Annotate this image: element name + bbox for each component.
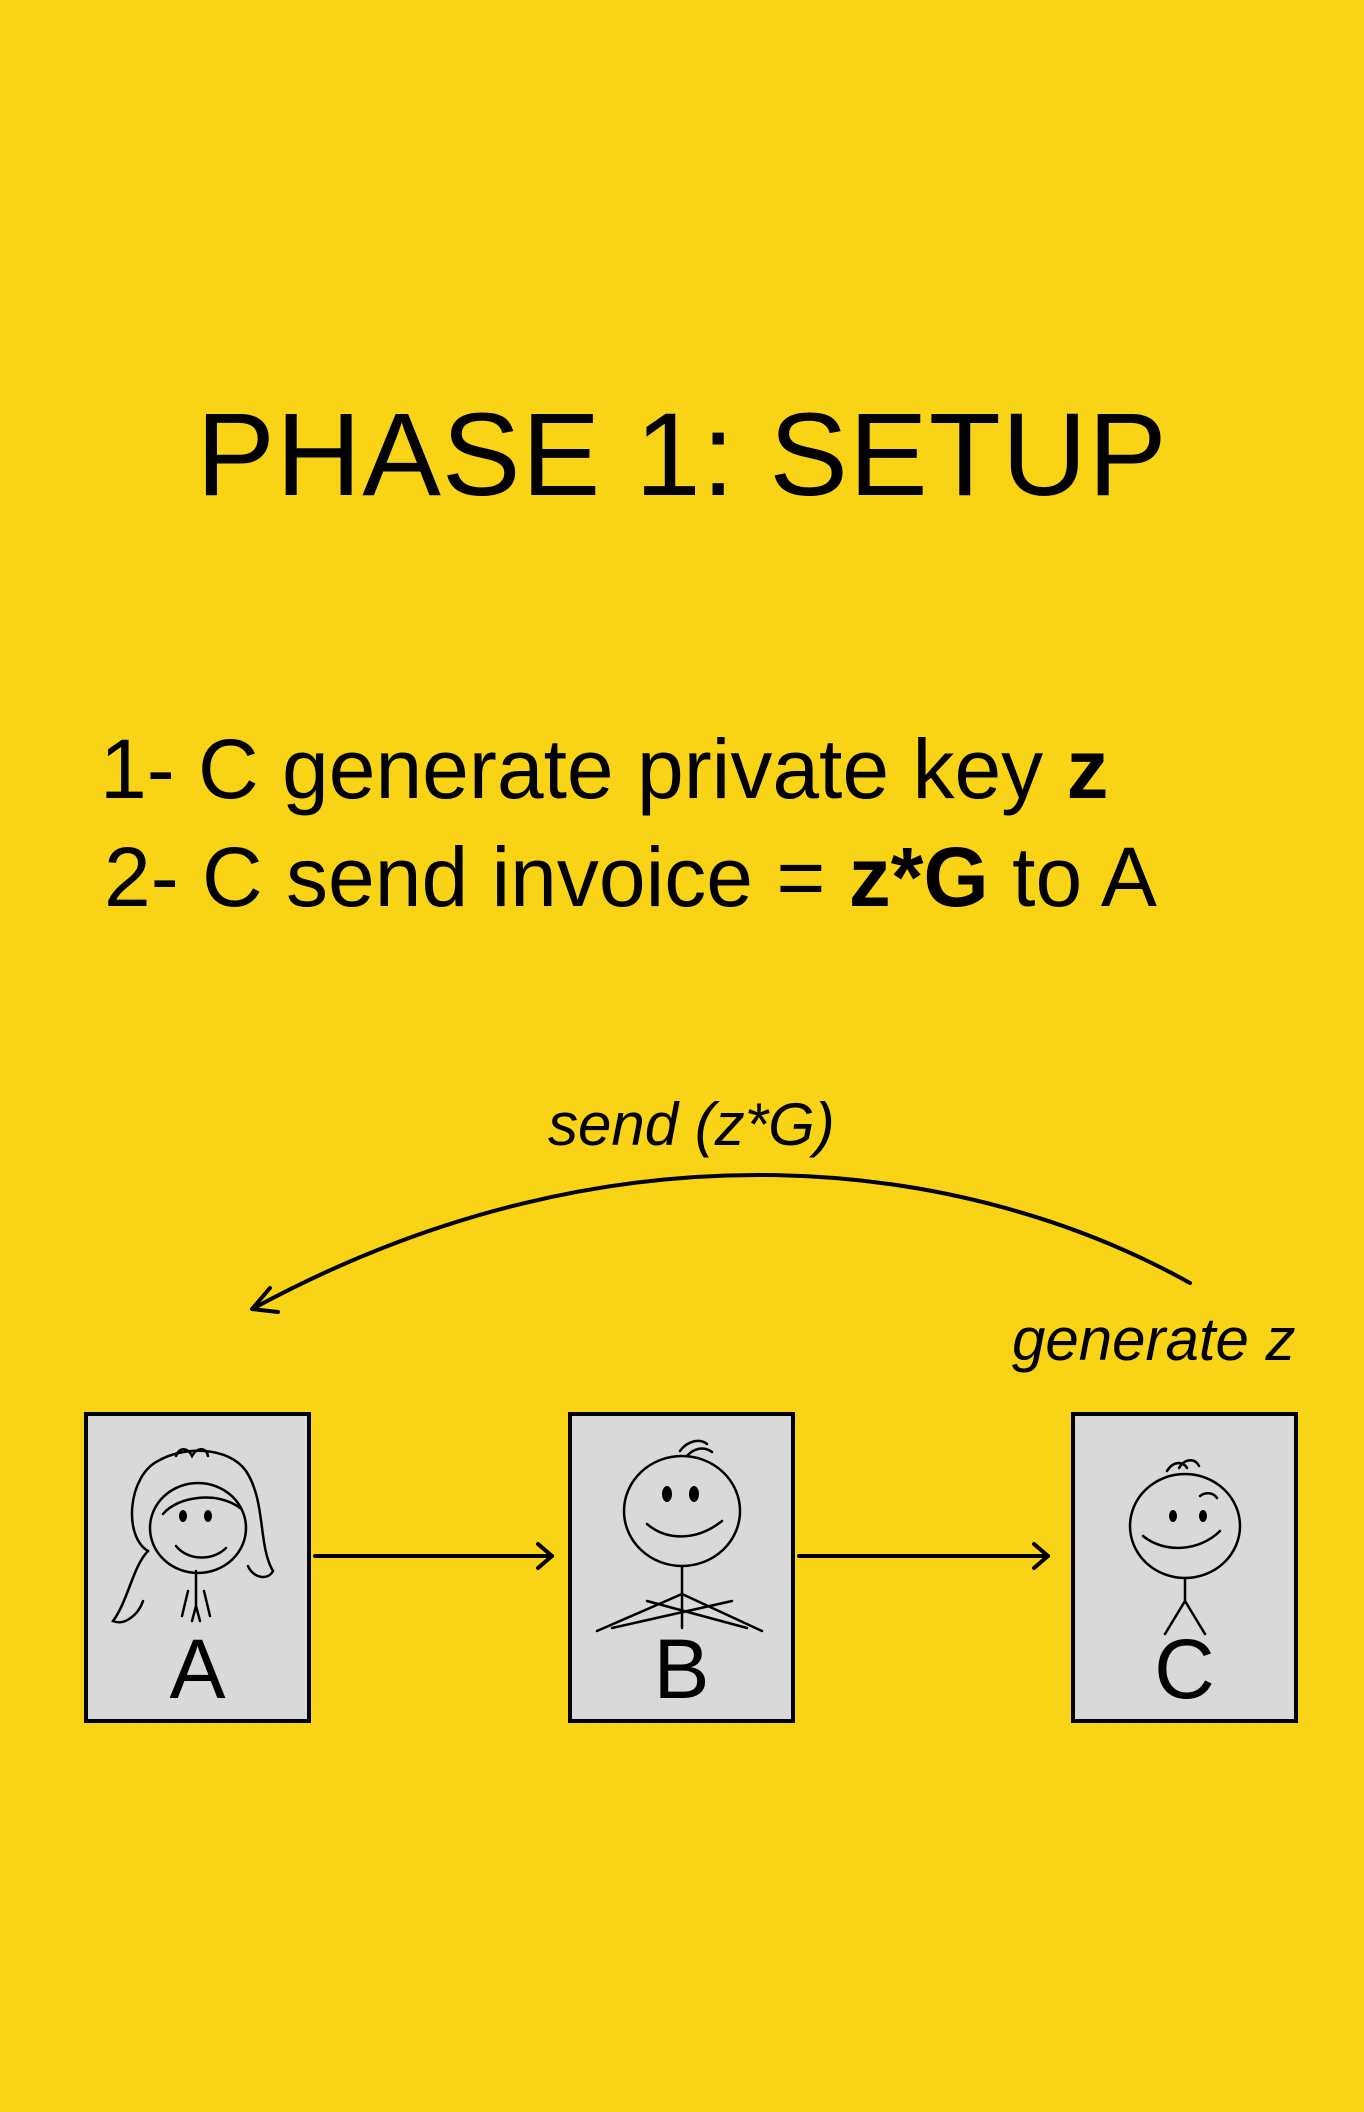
node-c-box: C bbox=[1071, 1412, 1298, 1723]
step-2-bold: z*G bbox=[848, 830, 989, 924]
steps-list: 1- C generate private key z 2- C send in… bbox=[100, 715, 1157, 931]
step-1: 1- C generate private key z bbox=[100, 715, 1157, 823]
arrow-b-to-c-head bbox=[1032, 1542, 1050, 1570]
generate-label: generate z bbox=[1012, 1306, 1296, 1373]
send-arc-arrow bbox=[252, 1173, 1192, 1310]
send-label: send (z*G) bbox=[548, 1091, 835, 1158]
step-2-suffix: to A bbox=[988, 830, 1157, 924]
node-a-label: A bbox=[169, 1622, 226, 1716]
node-c-label: C bbox=[1154, 1622, 1215, 1716]
send-arc-arrowhead bbox=[250, 1286, 280, 1314]
boy-stick-figure-icon bbox=[1128, 1459, 1242, 1636]
node-b-label: B bbox=[653, 1622, 710, 1716]
step-2-text: 2- C send invoice = bbox=[104, 830, 849, 924]
boy-arms-crossed-stick-figure-icon bbox=[595, 1439, 764, 1633]
girl-stick-figure-icon bbox=[111, 1448, 275, 1624]
step-1-text: 1- C generate private key bbox=[100, 722, 1067, 816]
node-b-box: B bbox=[568, 1412, 795, 1723]
arrow-a-to-b-head bbox=[536, 1542, 554, 1570]
step-1-bold: z bbox=[1066, 722, 1109, 816]
page-title: PHASE 1: SETUP bbox=[196, 389, 1168, 521]
node-a-box: A bbox=[84, 1412, 311, 1723]
step-2: 2- C send invoice = z*G to A bbox=[100, 823, 1157, 931]
